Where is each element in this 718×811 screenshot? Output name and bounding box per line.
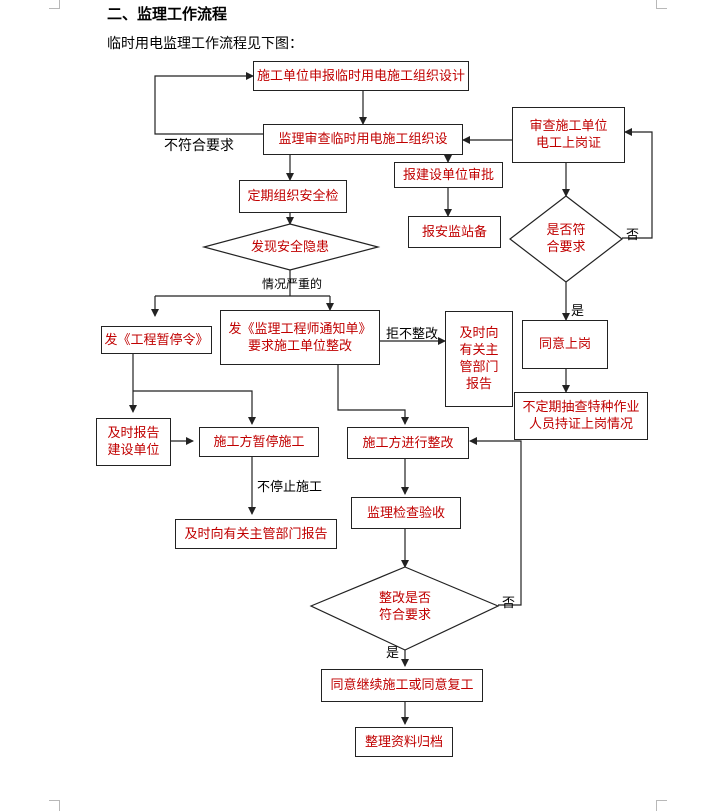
- inspect-box: 监理检查验收: [351, 497, 461, 529]
- rectify-box: 施工方进行整改: [347, 427, 469, 459]
- notice-box: 发《监理工程师通知单》 要求施工单位整改: [220, 310, 380, 365]
- spot-check-box: 不定期抽查特种作业 人员持证上岗情况: [514, 392, 648, 440]
- stop-order-box: 发《工程暂停令》: [101, 326, 212, 354]
- report-dept2-box: 及时向有关主管部门报告: [175, 519, 337, 549]
- cert-ok-diamond: [509, 195, 623, 283]
- label-yes-2: 是: [386, 646, 400, 661]
- label-not-ok: 不符合要求: [164, 138, 234, 154]
- cert-check-box: 审查施工单位 电工上岗证: [512, 107, 625, 163]
- section-title: 二、监理工作流程: [107, 5, 228, 23]
- review-design-box: 监理审查临时用电施工组织设: [263, 124, 463, 155]
- label-no-stop: 不停止施工: [257, 480, 323, 495]
- label-no-2: 否: [502, 596, 516, 611]
- crop-mark-bottom-left: [49, 800, 60, 811]
- label-serious: 情况严重的: [262, 277, 323, 291]
- archive-box: 整理资料归档: [355, 727, 453, 757]
- intro-text: 临时用电监理工作流程见下图：: [107, 36, 303, 52]
- rectify-ok-diamond: [309, 566, 500, 651]
- safety-check-box: 定期组织安全检: [239, 180, 347, 213]
- report-owner-box: 及时报告 建设单位: [96, 418, 171, 466]
- rectify-ok-text: 整改是否 符合要求: [378, 591, 431, 623]
- crop-mark-bottom-right: [656, 800, 667, 811]
- label-no-1: 否: [626, 228, 640, 243]
- report-dept-box: 及时向 有关主 管部门 报告: [445, 311, 513, 407]
- crop-mark-top-right: [656, 0, 667, 9]
- suspend-box: 施工方暂停施工: [199, 427, 319, 457]
- report-builder-box: 报建设单位审批: [394, 162, 503, 188]
- hazard-diamond: [201, 223, 381, 271]
- submit-design-box: 施工单位申报临时用电施工组织设计: [253, 61, 469, 91]
- crop-mark-top-left: [49, 0, 60, 9]
- cert-ok-text: 是否符 合要求: [546, 223, 586, 255]
- approve-box: 同意上岗: [522, 320, 608, 369]
- label-refuse: 拒不整改: [386, 327, 439, 342]
- hazard-text: 发现安全隐患: [250, 239, 329, 255]
- continue-box: 同意继续施工或同意复工: [321, 669, 483, 702]
- label-yes-1: 是: [571, 304, 585, 319]
- report-station-box: 报安监站备: [408, 216, 501, 248]
